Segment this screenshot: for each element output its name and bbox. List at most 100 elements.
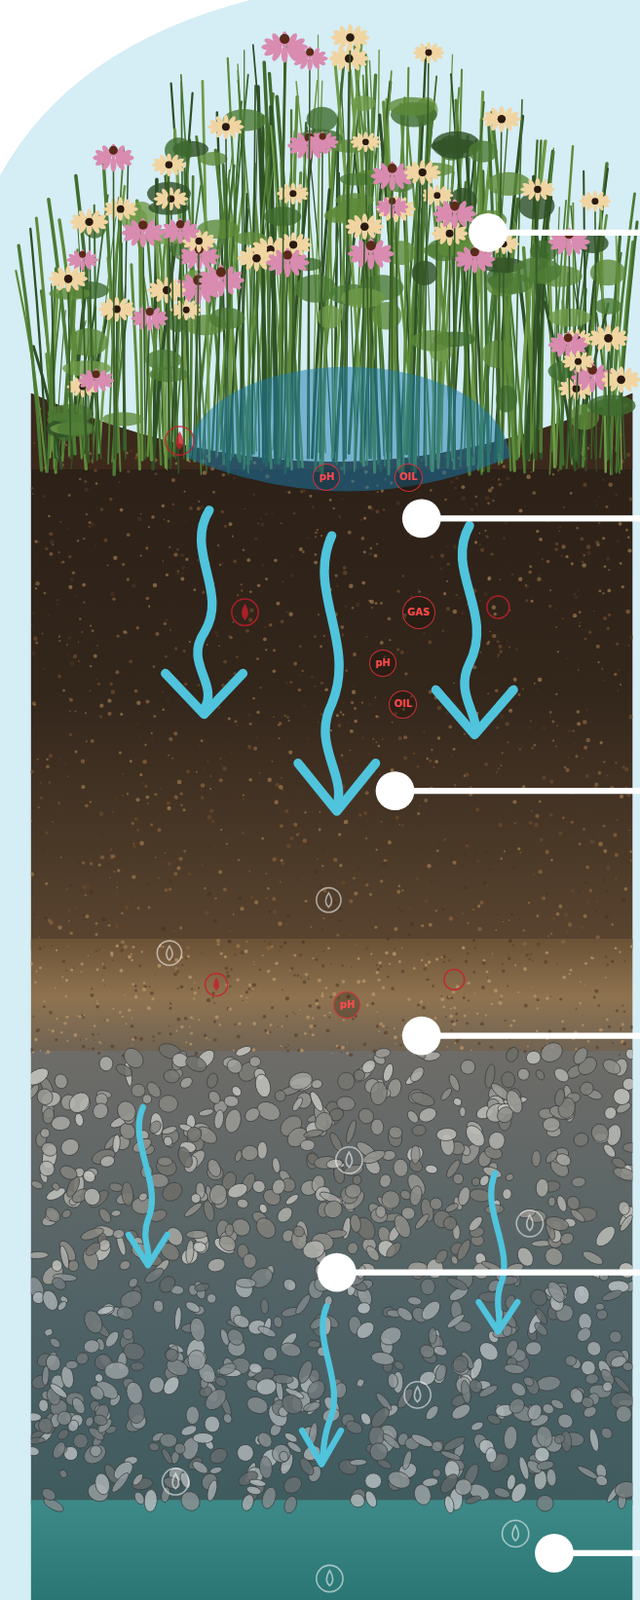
soil-grain <box>168 888 172 892</box>
soil-grain <box>589 889 594 894</box>
soil-grain <box>160 926 165 931</box>
soil-grain <box>338 723 342 728</box>
soil-grain <box>565 768 570 773</box>
soil-grain <box>286 923 290 927</box>
sand-grain <box>134 995 139 1000</box>
soil-grain <box>263 941 265 942</box>
sand-grain <box>487 977 489 979</box>
soil-grain <box>434 759 439 764</box>
soil-grain <box>305 737 309 741</box>
soil-grain <box>395 500 401 506</box>
sand-grain <box>424 963 428 967</box>
soil-grain <box>34 539 38 543</box>
sand-grain <box>119 944 123 948</box>
soil-grain <box>564 555 568 559</box>
soil-grain <box>143 815 147 819</box>
soil-grain <box>519 852 521 854</box>
soil-grain <box>330 729 333 732</box>
soil-grain <box>584 881 588 885</box>
sand-grain <box>55 949 58 952</box>
soil-grain <box>199 505 204 510</box>
soil-grain <box>340 880 345 885</box>
sand-grain <box>279 944 283 948</box>
soil-grain <box>466 715 469 718</box>
sand-grain <box>181 964 184 967</box>
soil-grain <box>340 498 343 501</box>
soil-grain <box>413 752 416 756</box>
soil-grain <box>606 627 610 631</box>
soil-grain <box>289 680 293 684</box>
soil-grain <box>400 650 405 655</box>
soil-grain <box>303 811 307 815</box>
soil-grain <box>346 721 349 724</box>
soil-grain <box>368 505 373 510</box>
sand-grain <box>44 1053 46 1055</box>
sand-grain <box>173 973 178 978</box>
soil-grain <box>629 763 631 765</box>
soil-grain <box>479 532 482 535</box>
sand-grain <box>594 989 599 994</box>
soil-grain <box>343 820 349 826</box>
soil-grain <box>583 746 588 751</box>
sand-grain <box>82 1014 85 1017</box>
soil-grain <box>99 704 104 709</box>
soil-grain <box>484 762 489 767</box>
sand-grain <box>440 995 443 998</box>
sand-grain <box>266 970 270 974</box>
soil-grain <box>598 495 601 498</box>
soil-grain <box>270 512 273 515</box>
soil-grain <box>185 521 188 524</box>
sand-grain <box>156 964 161 969</box>
soil-grain <box>53 816 58 821</box>
sand-grain <box>462 996 466 1000</box>
sand-grain <box>263 1015 267 1019</box>
soil-grain <box>134 817 139 822</box>
soil-grain <box>459 864 463 867</box>
soil-grain <box>51 821 53 823</box>
soil-grain <box>345 670 348 673</box>
soil-grain <box>601 668 604 672</box>
soil-grain <box>629 850 633 854</box>
soil-grain <box>30 820 33 823</box>
soil-grain <box>272 648 276 652</box>
soil-grain <box>408 933 413 938</box>
soil-grain <box>148 605 151 608</box>
soil-grain <box>582 828 586 831</box>
soil-grain <box>353 719 358 724</box>
soil-grain <box>91 629 95 633</box>
soil-grain <box>224 525 227 528</box>
soil-grain <box>245 629 250 634</box>
soil-grain <box>502 464 507 469</box>
sand-grain <box>93 1040 95 1042</box>
soil-grain <box>499 857 503 861</box>
soil-grain <box>209 775 212 778</box>
sand-grain <box>340 1052 342 1054</box>
soil-grain <box>596 543 600 547</box>
soil-grain <box>530 747 534 751</box>
sand-grain <box>323 1015 327 1018</box>
soil-grain <box>489 631 491 633</box>
soil-grain <box>429 489 433 492</box>
soil-grain <box>550 859 554 863</box>
sand-grain <box>449 1014 453 1018</box>
soil-grain <box>570 889 575 894</box>
soil-grain <box>472 908 475 911</box>
soil-grain <box>45 758 49 762</box>
groundwater-layer <box>30 1500 633 1600</box>
soil-grain <box>368 552 373 557</box>
soil-grain <box>262 564 265 567</box>
soil-grain <box>232 476 236 480</box>
soil-grain <box>374 554 378 559</box>
soil-grain <box>486 641 490 645</box>
soil-grain <box>444 498 448 502</box>
soil-grain <box>527 725 531 730</box>
soil-grain <box>365 946 370 951</box>
soil-grain <box>365 883 369 887</box>
sand-grain <box>131 945 135 949</box>
soil-grain <box>581 563 587 568</box>
soil-grain <box>549 589 552 592</box>
soil-grain <box>625 819 628 822</box>
sand-grain <box>185 955 189 960</box>
soil-grain <box>34 762 37 765</box>
soil-grain <box>131 583 136 588</box>
